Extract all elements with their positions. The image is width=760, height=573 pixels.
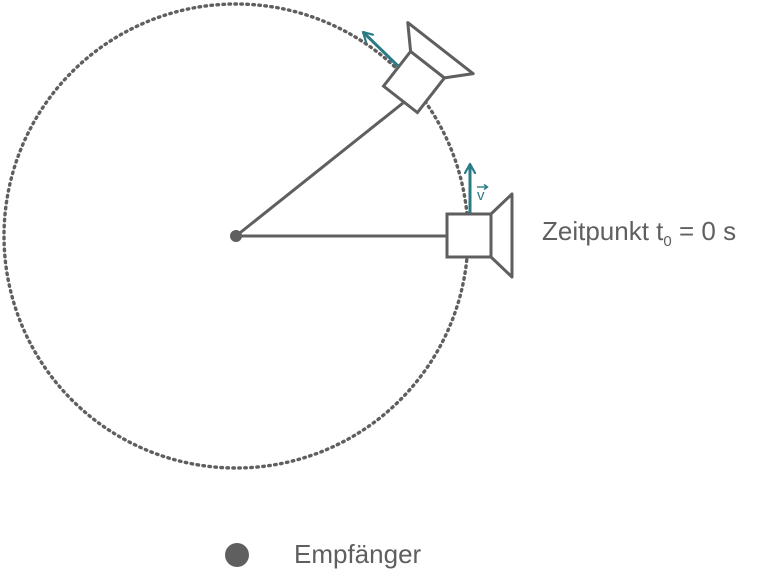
time-label-suffix: = 0 s xyxy=(672,216,736,246)
receiver-center-dot xyxy=(230,230,242,242)
velocity-label: v xyxy=(477,183,489,204)
velocity-symbol: v xyxy=(477,187,485,204)
time-label-prefix: Zeitpunkt t xyxy=(542,216,664,246)
time-label-subscript: 0 xyxy=(663,233,671,250)
legend-receiver-label: Empfänger xyxy=(294,539,422,569)
time-label: Zeitpunkt t0 = 0 s xyxy=(542,216,736,250)
speaker-icon-rotated xyxy=(381,21,475,115)
legend-receiver-dot xyxy=(225,543,249,567)
velocity-arrow-icon-rotated xyxy=(363,32,400,68)
radius-line-previous xyxy=(235,101,404,238)
speaker-icon xyxy=(445,192,514,279)
